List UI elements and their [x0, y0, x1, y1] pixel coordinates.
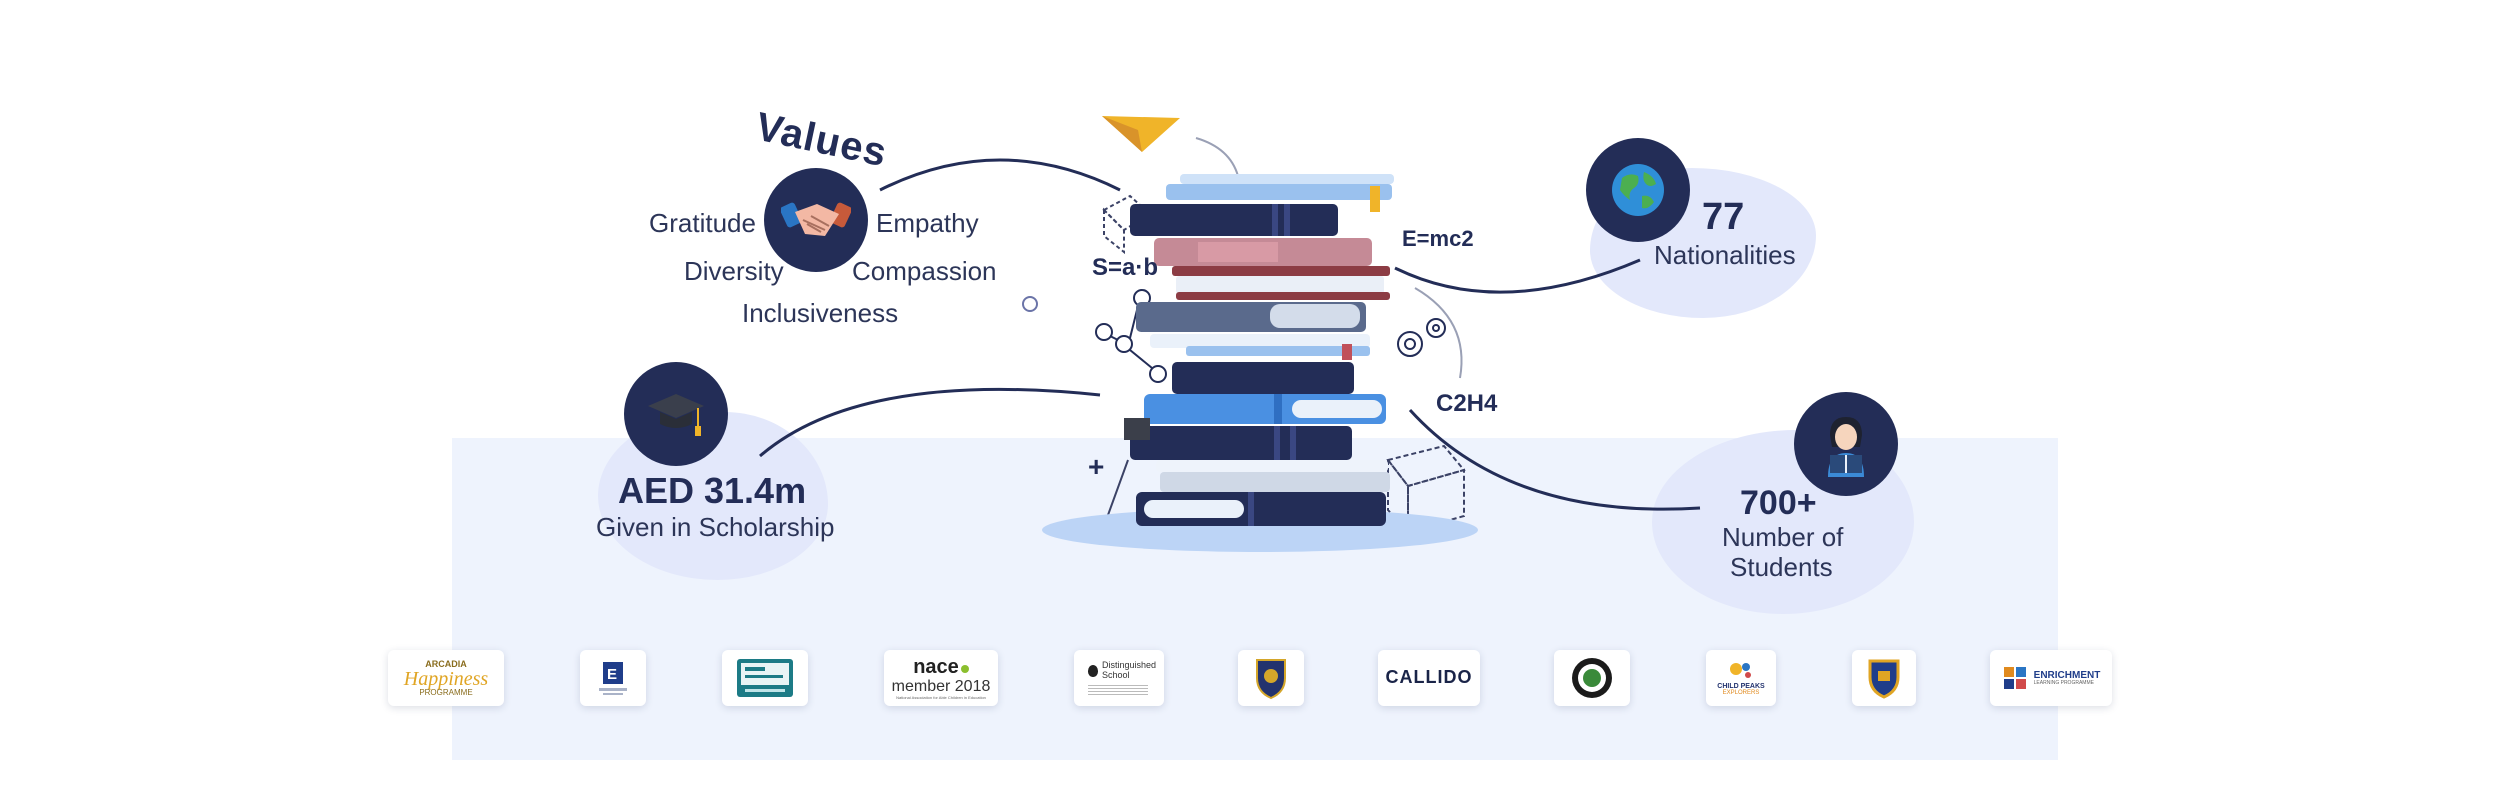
value-gratitude: Gratitude — [649, 208, 756, 238]
students-label-line1: Number of — [1722, 522, 1844, 552]
puzzle-icon — [2003, 667, 2026, 689]
value-compassion: Compassion — [852, 256, 997, 286]
callido-text: CALLIDO — [1385, 667, 1473, 688]
logo-khda-inspector[interactable] — [722, 650, 808, 706]
apple-title2: School — [1101, 670, 1130, 680]
scholarship-connector — [759, 387, 1101, 458]
apple-icon — [1087, 665, 1098, 677]
logo-round-seal[interactable] — [1554, 650, 1630, 706]
apple-fineprint — [1087, 684, 1148, 695]
nace-sub: National Association for Able Children i… — [896, 694, 986, 700]
gears-icon — [1397, 318, 1446, 357]
shield-e-icon: E — [599, 662, 627, 695]
handshake-icon — [781, 202, 851, 236]
students-badge — [1794, 392, 1898, 496]
logo-enrichment-learning[interactable]: ENRICHMENT LEARNING PROGRAMME — [1990, 650, 2112, 706]
child-peaks-sub: EXPLORERS — [1722, 690, 1760, 697]
star-burst-icon — [1729, 663, 1751, 679]
values-badge — [764, 168, 868, 272]
graduation-cap-icon — [648, 394, 704, 436]
values-connector — [879, 158, 1121, 192]
arcadia-line2: Happiness — [403, 667, 489, 690]
globe-icon — [1612, 164, 1664, 216]
school-shield-icon — [1868, 659, 1900, 699]
value-diversity: Diversity — [684, 256, 784, 286]
small-ring — [1022, 296, 1038, 312]
nationalities-connector — [1394, 258, 1641, 294]
arcadia-line1: ARCADIA — [425, 658, 467, 669]
scholarship-badge — [624, 362, 728, 466]
nationalities-badge — [1586, 138, 1690, 242]
arrow-curve-right — [1414, 287, 1463, 379]
students-label-line2: Students — [1730, 552, 1833, 582]
logo-nace-member[interactable]: nace member 2018 National Association fo… — [884, 650, 998, 706]
enrichment-sub: LEARNING PROGRAMME — [2033, 679, 2094, 686]
inspector-badge-icon — [737, 659, 793, 697]
enrichment-text: ENRICHMENT — [2033, 669, 2101, 681]
logo-apple-distinguished-school[interactable]: Distinguished School — [1074, 650, 1164, 706]
arcadia-line3: PROGRAMME — [419, 687, 473, 697]
students-value: 700+ — [1740, 484, 1817, 522]
school-crest-icon — [1256, 659, 1286, 700]
nace-member: member 2018 — [891, 678, 991, 695]
logo-child-peaks-explorers[interactable]: CHILD PEAKS EXPLORERS — [1706, 650, 1776, 706]
svg-text:E: E — [607, 666, 617, 683]
nationalities-value: 77 — [1702, 196, 1745, 238]
logo-crest-blue[interactable] — [1238, 650, 1304, 706]
nace-brand: nace — [913, 656, 959, 678]
formula-ethylene: C2H4 — [1436, 390, 1498, 417]
value-inclusiveness: Inclusiveness — [742, 298, 899, 328]
formula-energy: E=mc2 — [1402, 226, 1474, 251]
logo-callido[interactable]: CALLIDO — [1378, 650, 1480, 706]
paper-plane-icon — [1102, 116, 1180, 152]
logo-crest-gold[interactable] — [1852, 650, 1916, 706]
logo-shield-e[interactable]: E — [580, 650, 646, 706]
value-empathy: Empathy — [876, 208, 979, 238]
logo-arcadia-happiness[interactable]: ARCADIA Happiness PROGRAMME — [388, 650, 504, 706]
plus-sign: + — [1088, 451, 1104, 482]
book-stack — [1124, 174, 1394, 526]
students-connector — [1408, 408, 1701, 511]
nationalities-label: Nationalities — [1654, 240, 1796, 270]
student-reading-icon — [1828, 417, 1864, 477]
nace-dot-icon — [960, 665, 969, 673]
scholarship-value: AED 31.4m — [618, 470, 807, 511]
apple-title: Distinguished — [1101, 660, 1157, 671]
arrow-curve-top — [1195, 137, 1239, 177]
formula-area: S=a·b — [1092, 254, 1159, 281]
child-peaks-text: CHILD PEAKS — [1717, 682, 1765, 690]
round-seal-icon — [1572, 658, 1612, 698]
scholarship-label: Given in Scholarship — [596, 512, 835, 542]
